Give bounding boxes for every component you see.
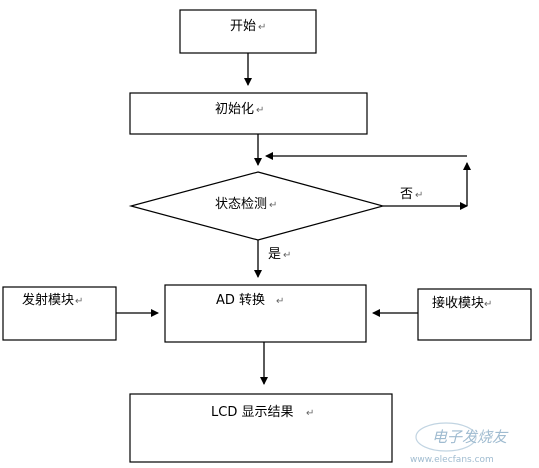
init-box: [129, 92, 368, 135]
para-mark: ↵: [283, 250, 291, 261]
ad-convert-box: [164, 284, 367, 343]
lcd-display-box: [129, 393, 393, 463]
para-mark: ↵: [276, 296, 284, 307]
para-mark: ↵: [75, 296, 83, 307]
watermark: 电子发烧友 www.elecfans.com: [410, 422, 509, 465]
para-mark: ↵: [415, 190, 423, 201]
watermark-line1: 电子发烧友: [432, 428, 509, 446]
transmit-module-label: 发射模块: [22, 292, 74, 308]
init-label: 初始化: [215, 102, 254, 117]
status-check-label: 状态检测: [215, 197, 267, 212]
receive-module-box: [417, 288, 532, 341]
start-label: 开始: [230, 19, 256, 34]
para-mark: ↵: [306, 408, 314, 419]
watermark-line2: www.elecfans.com: [410, 455, 494, 465]
ad-convert-label: AD 转换: [216, 293, 265, 308]
para-mark: ↵: [256, 105, 264, 116]
lcd-display-label: LCD 显示结果: [211, 405, 293, 420]
edge-label-no: 否: [400, 187, 413, 202]
receive-module-label: 接收模块: [432, 295, 484, 311]
para-mark: ↵: [269, 200, 277, 211]
edge-label-yes: 是: [268, 247, 281, 262]
start-box: [179, 9, 317, 54]
para-mark: ↵: [484, 299, 492, 310]
para-mark: ↵: [258, 22, 266, 33]
